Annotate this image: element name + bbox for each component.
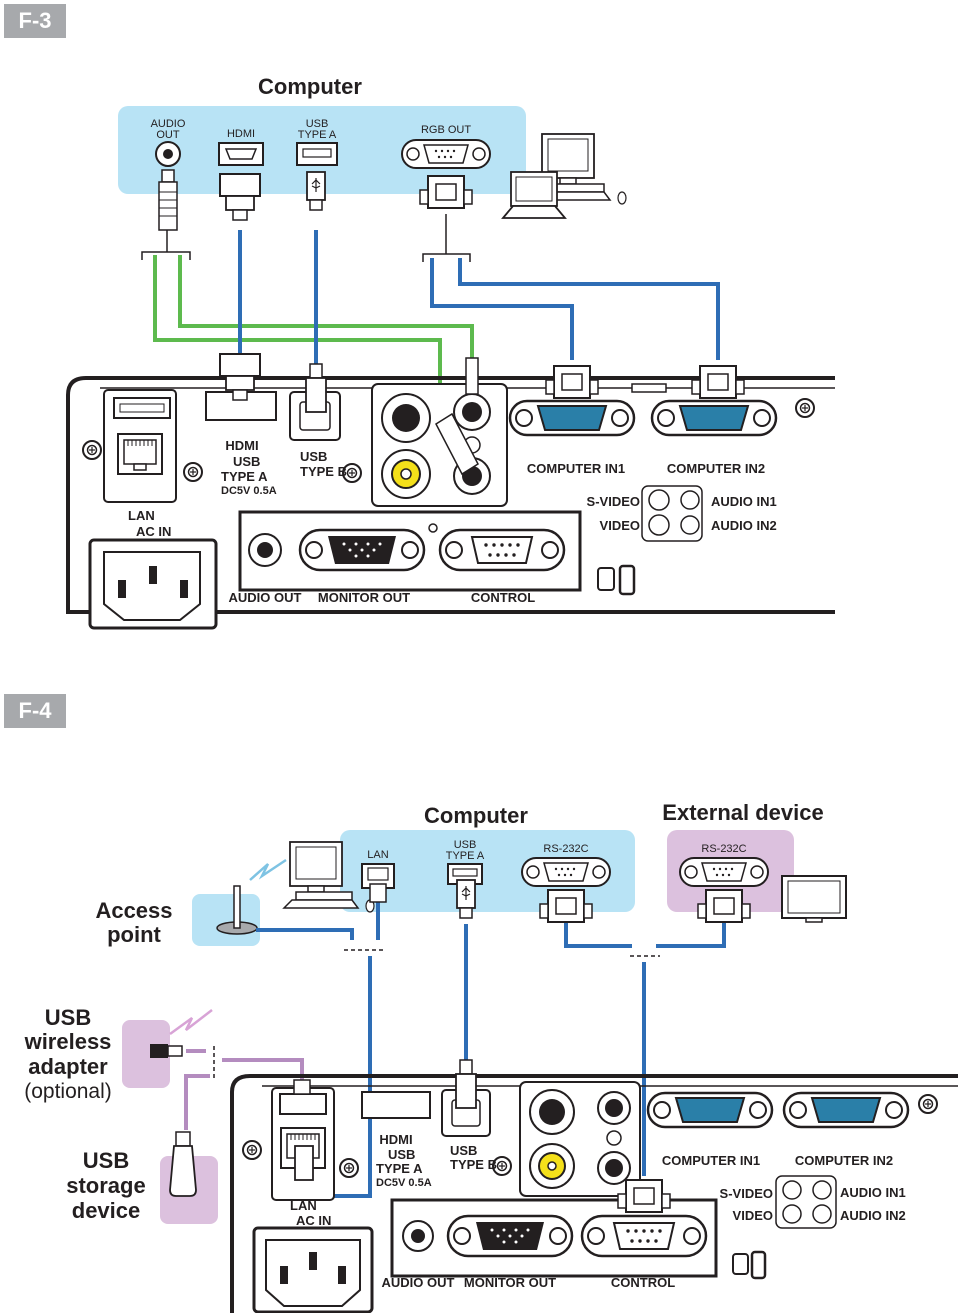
usb-wireless-label-1: USB <box>45 1005 91 1030</box>
usb-plug-icon <box>306 171 326 211</box>
proj-computer-in2-label: COMPUTER IN2 <box>667 461 765 476</box>
rgb-out-port-icon <box>401 139 491 169</box>
proj-audio-out-label: AUDIO OUT <box>229 590 302 605</box>
audio-out-label-line2: OUT <box>156 129 180 141</box>
proj-usb-a-label-1: USB <box>233 454 260 469</box>
f4-proj-hdmi-label: HDMI <box>379 1132 412 1147</box>
f4-usb-port-label-2: TYPE A <box>446 850 485 862</box>
audio-out-label-line1: AUDIO <box>151 118 186 130</box>
usb-wireless-label-3: adapter <box>28 1054 108 1079</box>
cable-splitters-f4 <box>213 949 660 1078</box>
wireless-adapter-panel <box>122 1020 170 1088</box>
f4-projector-usb-plug-icon <box>293 1079 311 1095</box>
projector-panel-f3 <box>66 376 835 630</box>
f4-proj-audio-out-label: AUDIO OUT <box>382 1275 455 1290</box>
figure-badge-f4: F-4 <box>4 694 66 728</box>
proj-hdmi-label: HDMI <box>225 438 258 453</box>
figure-f3: Computer AUDIO OUT HDMI USB TYPE A RGB O… <box>66 74 835 630</box>
usb-storage-label-1: USB <box>83 1148 129 1173</box>
usb-out-label-line2: TYPE A <box>298 129 337 141</box>
rgb-plug-icon <box>419 175 473 209</box>
hdmi-plug-icon <box>219 173 261 221</box>
hdmi-out-label: HDMI <box>227 128 255 140</box>
usb-out-label-line1: USB <box>306 118 329 130</box>
proj-control-label: CONTROL <box>471 590 535 605</box>
proj-audio-in2-label: AUDIO IN2 <box>711 518 777 533</box>
f4-lan-plug-icon <box>369 883 387 903</box>
f4-proj-usb-a-label-2: TYPE A <box>376 1161 423 1176</box>
audio-jack-icon <box>155 141 181 167</box>
projector-panel-f4 <box>230 1074 958 1313</box>
access-point-label-2: point <box>107 922 161 947</box>
f4-lan-port-label: LAN <box>367 849 388 861</box>
usb-storage-label-3: device <box>72 1198 141 1223</box>
access-point-label-1: Access <box>95 898 172 923</box>
rgb-out-label: RGB OUT <box>421 124 471 136</box>
f4-projector-control-plug-icon <box>617 1179 671 1213</box>
f4-proj-audio-in1-label: AUDIO IN1 <box>840 1185 906 1200</box>
f4-projector-lan-plug-icon <box>294 1145 314 1181</box>
f4-rs232c-external-port-icon <box>679 857 769 887</box>
usb-port-icon <box>296 142 338 166</box>
f4-lan-port-icon <box>361 863 395 889</box>
f4-proj-usb-b-label-1: USB <box>450 1143 477 1158</box>
proj-s-video-label: S-VIDEO <box>587 494 640 509</box>
external-device-title: External device <box>662 800 823 825</box>
proj-audio-in1-label: AUDIO IN1 <box>711 494 777 509</box>
proj-ac-in-label: AC IN <box>136 524 171 539</box>
f4-proj-computer-in1-label: COMPUTER IN1 <box>662 1153 760 1168</box>
access-point-icon <box>216 858 287 935</box>
proj-usb-a-label-3: DC5V 0.5A <box>221 485 277 497</box>
f4-proj-audio-in2-label: AUDIO IN2 <box>840 1208 906 1223</box>
f4-proj-lan-label: LAN <box>290 1198 317 1213</box>
audio-plug-icon <box>158 169 178 231</box>
proj-computer-in1-label: COMPUTER IN1 <box>527 461 625 476</box>
proj-usb-b-label-1: USB <box>300 449 327 464</box>
f4-rs232c-computer-label: RS-232C <box>543 843 588 855</box>
projector-usb-plug-icon <box>305 363 327 413</box>
usb-wireless-adapter-icon <box>150 1044 183 1058</box>
external-monitor-icon <box>781 875 847 923</box>
computer-title-f4: Computer <box>424 803 528 828</box>
usb-wireless-label-2: wireless <box>24 1029 112 1054</box>
f4-proj-usb-a-label-1: USB <box>388 1147 415 1162</box>
usb-wireless-label-4: (optional) <box>24 1080 112 1103</box>
access-point-panel <box>192 894 260 946</box>
f4-proj-control-label: CONTROL <box>611 1275 675 1290</box>
f4-usb-port-label-1: USB <box>454 839 477 851</box>
f4-usb-plug-icon <box>456 879 476 919</box>
hdmi-port-icon <box>218 142 264 166</box>
f4-proj-usb-b-label-2: TYPE B <box>450 1157 497 1172</box>
projector-rgb-plug-icon-2 <box>691 365 745 399</box>
f4-proj-monitor-out-label: MONITOR OUT <box>464 1275 556 1290</box>
cable-splitters-f3 <box>141 214 471 262</box>
f4-proj-usb-a-label-3: DC5V 0.5A <box>376 1177 432 1189</box>
figure-badge-f3: F-3 <box>4 4 66 38</box>
cables-f3 <box>153 230 720 390</box>
f4-projector-usb-b-plug-icon <box>455 1059 477 1109</box>
f4-proj-ac-in-label: AC IN <box>296 1213 331 1228</box>
usb-storage-label-2: storage <box>66 1173 145 1198</box>
projector-rgb-plug-icon-1 <box>545 365 599 399</box>
f4-proj-video-label: VIDEO <box>733 1208 773 1223</box>
wireless-signal-icon <box>169 1009 213 1036</box>
proj-video-label: VIDEO <box>600 518 640 533</box>
f4-rs232c-computer-port-icon <box>521 857 611 887</box>
projector-audio-plug-icon <box>435 357 479 476</box>
f4-proj-s-video-label: S-VIDEO <box>720 1186 773 1201</box>
f4-rs232c-plug-icon-2 <box>697 889 751 923</box>
f4-rs232c-plug-icon-1 <box>539 889 593 923</box>
usb-storage-device-icon <box>169 1131 197 1197</box>
proj-monitor-out-label: MONITOR OUT <box>318 590 410 605</box>
computer-title: Computer <box>258 74 362 99</box>
f4-proj-computer-in2-label: COMPUTER IN2 <box>795 1153 893 1168</box>
proj-lan-label: LAN <box>128 508 155 523</box>
f4-rs232c-external-label: RS-232C <box>701 843 746 855</box>
proj-usb-a-label-2: TYPE A <box>221 469 268 484</box>
laptop-computer-icon <box>502 171 566 219</box>
proj-usb-b-label-2: TYPE B <box>300 464 347 479</box>
figure-f4: Computer External device Access point US… <box>24 800 958 1313</box>
